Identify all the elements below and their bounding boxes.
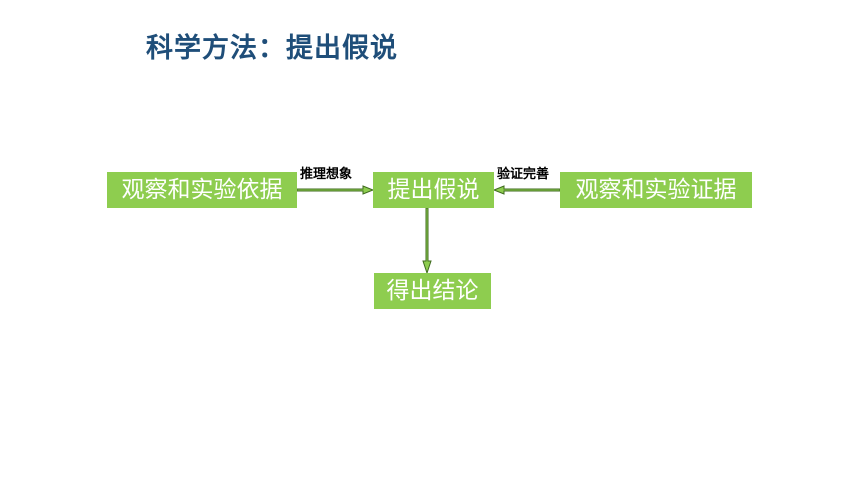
- node-observation-evidence: 观察和实验证据: [560, 172, 752, 208]
- arrow-reasoning: [296, 185, 375, 195]
- slide-title: 科学方法：提出假说: [146, 33, 398, 64]
- node-conclusion: 得出结论: [374, 273, 491, 309]
- edge-label-reasoning: 推理想象: [300, 167, 353, 182]
- node-hypothesis: 提出假说: [373, 172, 494, 208]
- arrow-verification: [492, 185, 561, 195]
- edge-label-verification: 验证完善: [497, 167, 550, 182]
- node-observation-basis: 观察和实验依据: [107, 172, 297, 208]
- arrow-conclusion: [422, 207, 432, 275]
